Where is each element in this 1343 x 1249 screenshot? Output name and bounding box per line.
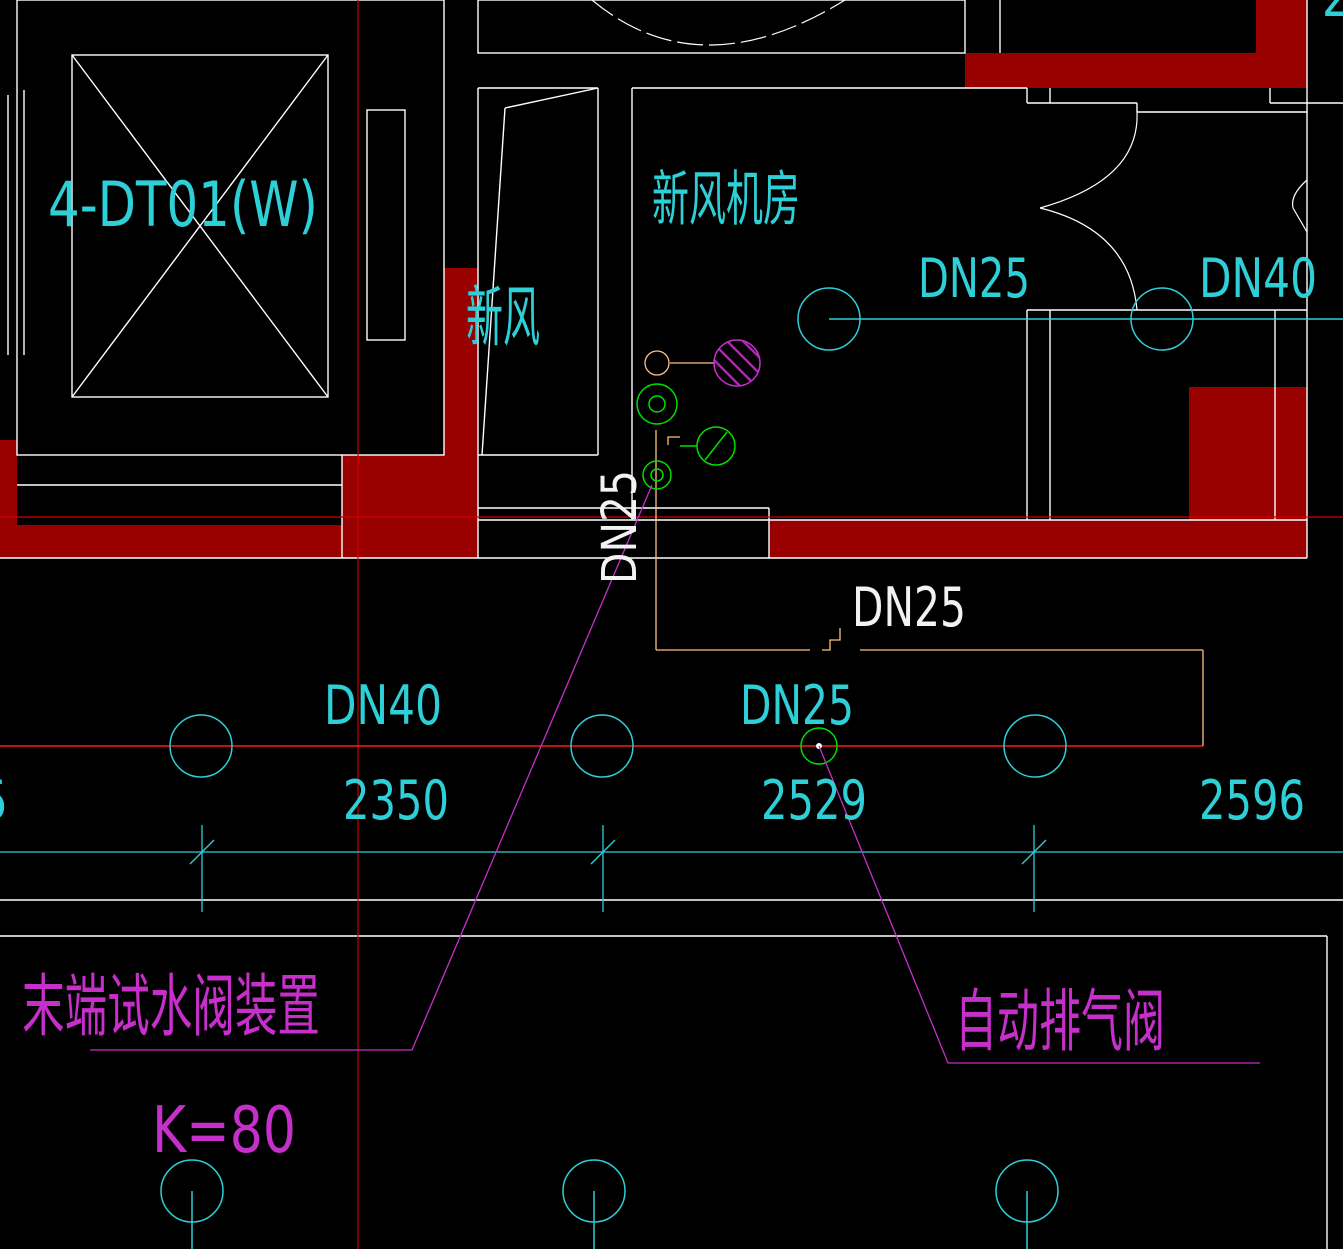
sprinkler-head xyxy=(570,714,634,778)
wall-fills xyxy=(0,0,1307,558)
pipe-size-label: DN25 xyxy=(918,247,1030,310)
pipe-size-label: DN25 xyxy=(740,674,854,737)
dimension-value: 5 xyxy=(0,769,8,832)
dimension-value: 2596 xyxy=(1199,769,1305,832)
pipe-size-label: DN40 xyxy=(324,674,442,737)
elevator-label: 4-DT01(W) xyxy=(48,168,318,241)
leader-lines xyxy=(90,484,1260,1064)
green-valves xyxy=(636,383,838,765)
sprinkler-heads xyxy=(160,287,1194,1249)
door-swing xyxy=(591,0,1308,311)
drain-hatch-symbol xyxy=(713,339,761,387)
k-factor-label: K=80 xyxy=(152,1094,296,1168)
partial-label: 2 xyxy=(1322,0,1343,29)
pipe-size-label: DN25 xyxy=(852,576,966,639)
auto-vent-valve-label: 自动排气阀 xyxy=(955,983,1165,1062)
dimension-value: 2350 xyxy=(343,769,449,832)
end-test-valve-label: 末端试水阀装置 xyxy=(22,968,320,1047)
pipe-size-label-vertical: DN25 xyxy=(592,470,648,584)
pipe-size-label: DN40 xyxy=(1199,247,1317,310)
elevator-shaft xyxy=(7,0,445,486)
sprinkler-head xyxy=(169,714,233,778)
fresh-air-shaft-label: 新风 xyxy=(466,279,540,356)
fresh-air-room-label: 新风机房 xyxy=(652,165,800,235)
test-pipe xyxy=(644,350,1204,746)
dimension-lines xyxy=(0,825,1343,912)
dimension-value: 2529 xyxy=(761,769,867,832)
auto-vent-valve-symbol xyxy=(800,727,838,765)
sprinkler-head xyxy=(1003,714,1067,778)
